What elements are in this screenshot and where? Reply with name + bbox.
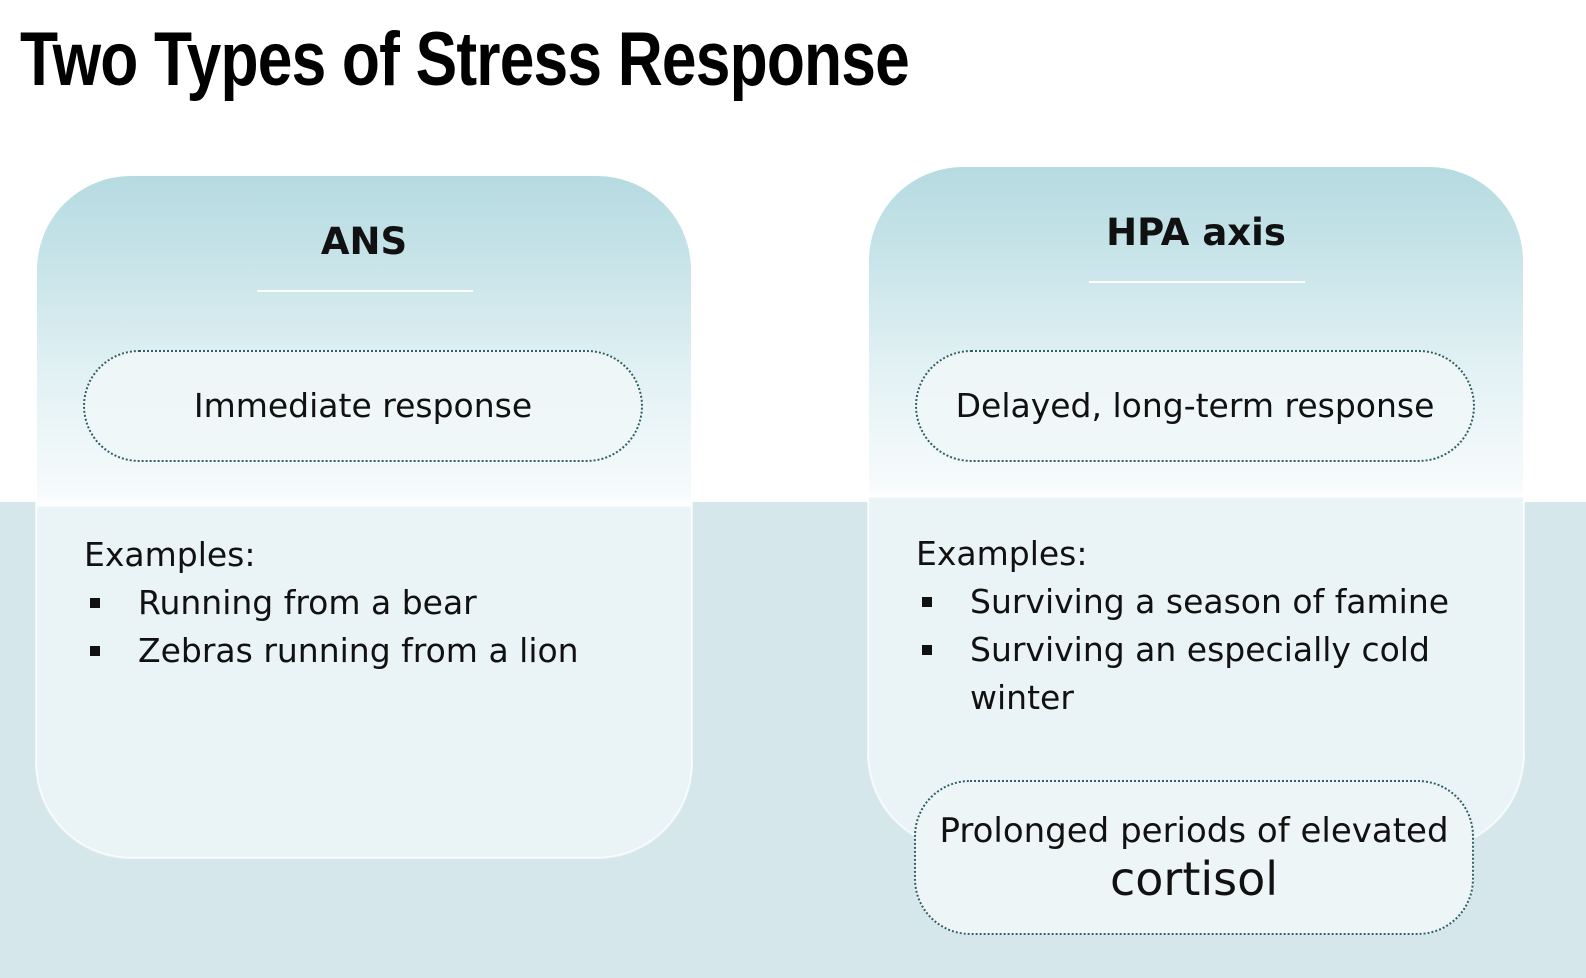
hpa-response-text: Delayed, long-term response xyxy=(955,386,1435,425)
list-item: Running from a bear xyxy=(84,579,664,627)
slide-title: Two Types of Stress Response xyxy=(20,17,910,102)
bullet-icon xyxy=(90,598,100,608)
ans-examples-list: Running from a bear Zebras running from … xyxy=(84,579,664,675)
list-item: Surviving an especially cold winter xyxy=(916,626,1486,722)
bullet-icon xyxy=(90,646,100,656)
ans-examples: Examples: Running from a bear Zebras run… xyxy=(84,531,664,675)
ans-card-title: ANS xyxy=(320,220,408,263)
hpa-examples-label: Examples: xyxy=(916,534,1088,573)
ans-examples-label: Examples: xyxy=(84,535,256,574)
ans-title-divider xyxy=(257,290,473,292)
cortisol-callout-line1: Prolonged periods of elevated xyxy=(939,810,1449,851)
ans-card: ANS Immediate response Examples: Running… xyxy=(36,175,692,858)
hpa-examples: Examples: Surviving a season of famine S… xyxy=(916,530,1486,722)
cortisol-callout-line2: cortisol xyxy=(1109,851,1279,906)
list-item: Zebras running from a lion xyxy=(84,627,664,675)
cortisol-callout-pill: Prolonged periods of elevated cortisol xyxy=(914,780,1474,935)
ans-response-text: Immediate response xyxy=(193,386,533,425)
bullet-icon xyxy=(922,597,932,607)
hpa-card: HPA axis Delayed, long-term response Exa… xyxy=(868,166,1524,849)
hpa-title-divider xyxy=(1089,281,1305,283)
list-item: Surviving a season of famine xyxy=(916,578,1486,626)
ans-response-pill: Immediate response xyxy=(83,350,643,462)
hpa-card-title: HPA axis xyxy=(1106,211,1286,254)
hpa-examples-list: Surviving a season of famine Surviving a… xyxy=(916,578,1486,722)
bullet-icon xyxy=(922,645,932,655)
hpa-response-pill: Delayed, long-term response xyxy=(915,350,1475,462)
